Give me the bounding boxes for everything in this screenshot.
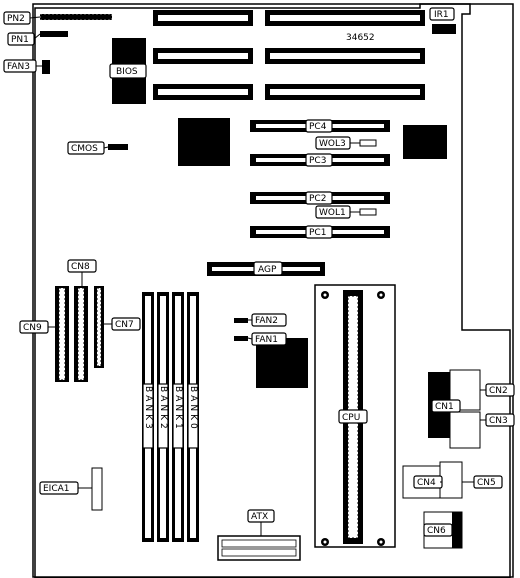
svg-text:ATX: ATX [251, 512, 268, 522]
label-bank3: BANK3 [142, 383, 154, 449]
label-ir1: IR1 [429, 7, 455, 21]
pn1-header [40, 31, 68, 37]
label-eica1: EICA1 [39, 481, 79, 495]
label-cn3: CN3 [485, 413, 515, 427]
svg-text:WOL1: WOL1 [319, 208, 346, 218]
label-agp: AGP [253, 261, 283, 276]
cn5-usb [439, 461, 463, 499]
svg-text:PC3: PC3 [309, 156, 326, 166]
label-cmos: CMOS [67, 141, 105, 155]
svg-text:IR1: IR1 [434, 10, 449, 20]
svg-text:EICA1: EICA1 [43, 484, 70, 494]
svg-text:CN7: CN7 [115, 320, 134, 330]
label-pc4: PC4 [305, 119, 333, 133]
label-pc3: PC3 [305, 153, 333, 167]
svg-text:CN2: CN2 [489, 386, 508, 396]
label-bank2: BANK2 [157, 383, 169, 449]
cn3-serial [449, 411, 481, 449]
fan1-connector [234, 336, 248, 341]
svg-text:FAN3: FAN3 [7, 62, 30, 72]
fan2-connector [234, 318, 248, 323]
pn2-header [40, 14, 112, 20]
leader-lines [29, 16, 486, 536]
svg-text:CN8: CN8 [71, 262, 90, 272]
svg-text:BANK1: BANK1 [173, 386, 183, 432]
ir1-header [432, 24, 456, 34]
wol3-header [359, 139, 377, 147]
chipset-south [256, 338, 308, 388]
label-cn7: CN7 [111, 317, 141, 331]
board-model-number: 34652 [346, 33, 375, 43]
label-cn6: CN6 [423, 523, 453, 537]
label-fan3: FAN3 [3, 59, 37, 73]
label-cn4: CN4 [413, 475, 443, 489]
label-fan1: FAN1 [251, 332, 287, 346]
svg-text:BANK3: BANK3 [143, 386, 153, 432]
svg-text:BANK2: BANK2 [158, 386, 168, 432]
label-cpu: CPU [338, 409, 368, 424]
label-bank1: BANK1 [172, 383, 184, 449]
label-fan2: FAN2 [251, 313, 287, 327]
svg-text:CN9: CN9 [23, 323, 42, 333]
svg-text:PN2: PN2 [7, 14, 25, 24]
svg-text:WOL3: WOL3 [319, 139, 346, 149]
chipset-io [403, 125, 447, 159]
label-cn1: CN1 [431, 399, 461, 413]
svg-text:CN1: CN1 [435, 402, 454, 412]
svg-text:CMOS: CMOS [71, 144, 98, 154]
svg-text:PN1: PN1 [11, 35, 29, 45]
svg-text:FAN2: FAN2 [255, 316, 278, 326]
svg-text:CN4: CN4 [417, 478, 436, 488]
label-pn2: PN2 [3, 11, 31, 25]
label-atx: ATX [247, 509, 275, 523]
eica1-header [91, 467, 103, 511]
svg-text:PC1: PC1 [309, 228, 326, 238]
label-cn9: CN9 [19, 320, 49, 334]
svg-text:FAN1: FAN1 [255, 335, 278, 345]
label-pc1: PC1 [305, 225, 333, 239]
label-wol3: WOL3 [315, 136, 351, 150]
fan3-connector [42, 60, 50, 74]
cmos-jumper [108, 144, 128, 150]
board-outline [34, 3, 511, 578]
svg-text:AGP: AGP [258, 265, 277, 275]
svg-text:PC4: PC4 [309, 122, 327, 132]
label-wol1: WOL1 [315, 205, 351, 219]
svg-text:BIOS: BIOS [116, 67, 138, 77]
label-bank0: BANK0 [187, 383, 199, 449]
label-bios: BIOS [109, 63, 147, 79]
label-pc2: PC2 [305, 191, 333, 205]
svg-text:CN6: CN6 [427, 526, 446, 536]
svg-text:BANK0: BANK0 [188, 386, 198, 432]
label-pn1: PN1 [7, 32, 35, 46]
wol1-header [359, 208, 377, 216]
chipset-north [178, 118, 230, 166]
svg-text:CPU: CPU [342, 413, 360, 423]
label-cn5: CN5 [473, 475, 503, 489]
label-cn2: CN2 [485, 383, 515, 397]
svg-text:CN5: CN5 [477, 478, 496, 488]
svg-text:CN3: CN3 [489, 416, 508, 426]
atx-power-connector [217, 535, 301, 561]
svg-text:PC2: PC2 [309, 194, 326, 204]
label-cn8: CN8 [67, 259, 97, 273]
